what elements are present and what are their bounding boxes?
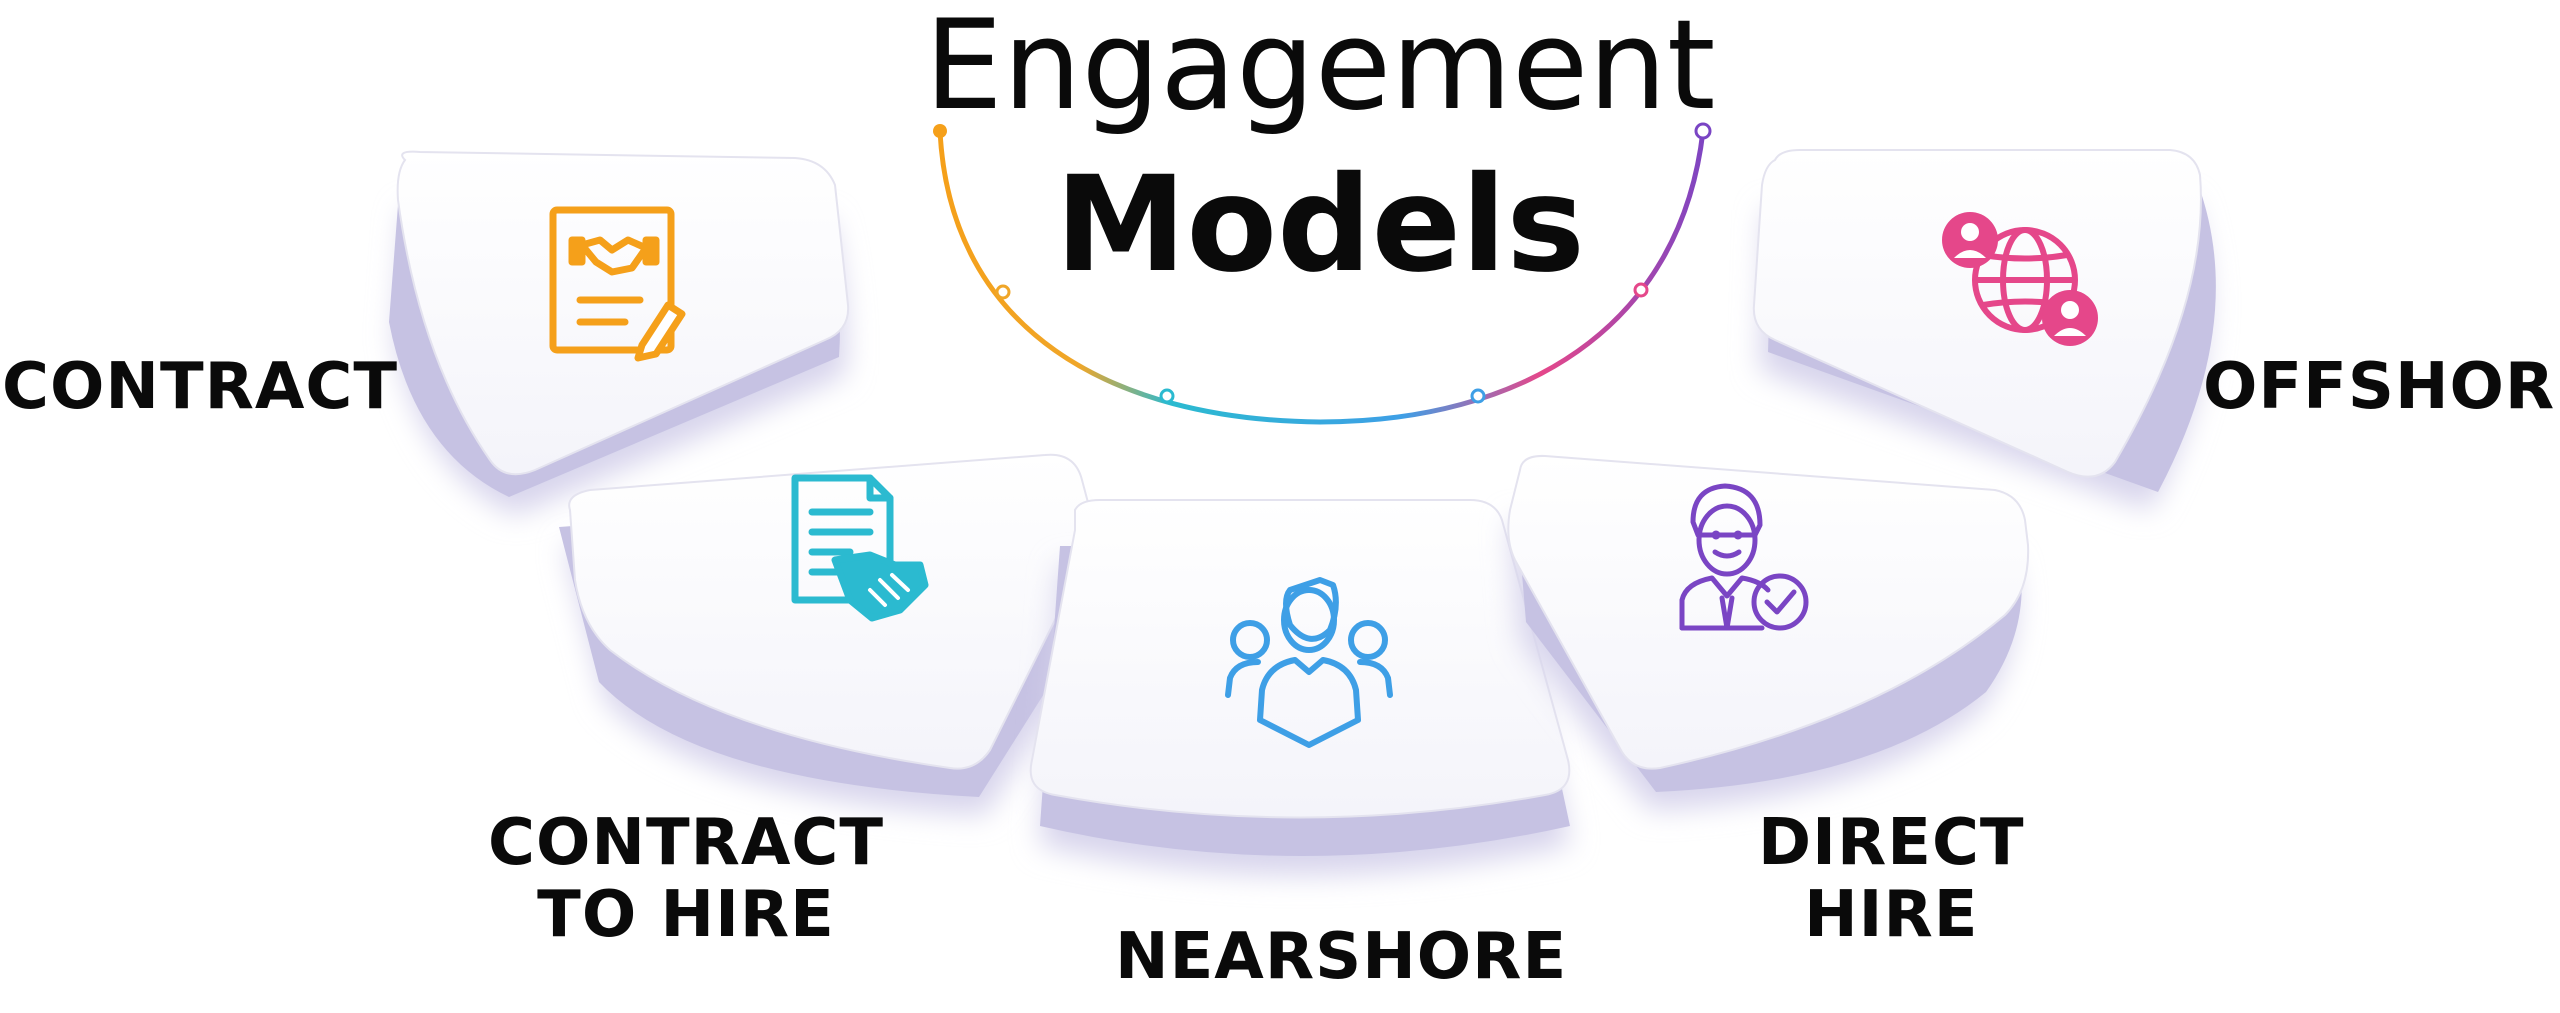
label-line: HIRE [1804,877,1979,952]
label-offshore: OFFSHORE [2203,350,2560,424]
label-line: NEARSHORE [1115,920,1568,994]
title-arc [933,122,1712,425]
label-contract-to-hire: CONTRACT TO HIRE [488,806,885,952]
card-contract [389,150,850,515]
card-offshore [1752,149,2216,510]
label-line: CONTRACT [488,806,885,880]
title-line-1: Engagement [924,0,1716,138]
label-direct-hire: DIRECT HIRE [1758,806,2025,952]
arc-dot-start [933,124,947,138]
label-contract: CONTRACT [2,350,399,424]
label-line: TO HIRE [537,877,835,952]
card-direct-hire [1507,454,2030,810]
arc-dot [1470,388,1486,404]
label-nearshore: NEARSHORE [1115,920,1568,994]
arc-dot [995,284,1011,300]
title-line-2: Models [1055,148,1585,302]
team-icon [1225,577,1393,748]
label-line: CONTRACT [2,350,399,424]
verified-employee-icon [1679,483,1809,631]
arc-dot [1633,282,1649,298]
global-team-icon [1942,212,2098,346]
contract-handshake-icon [549,206,686,362]
card-contract-to-hire [559,453,1093,815]
label-line: DIRECT [1758,806,2025,880]
arc-dot [1159,388,1175,404]
document-handshake-icon [791,474,929,622]
arc-dot-end [1694,122,1712,140]
label-line: OFFSHORE [2203,350,2560,424]
card-nearshore [1029,499,1571,875]
